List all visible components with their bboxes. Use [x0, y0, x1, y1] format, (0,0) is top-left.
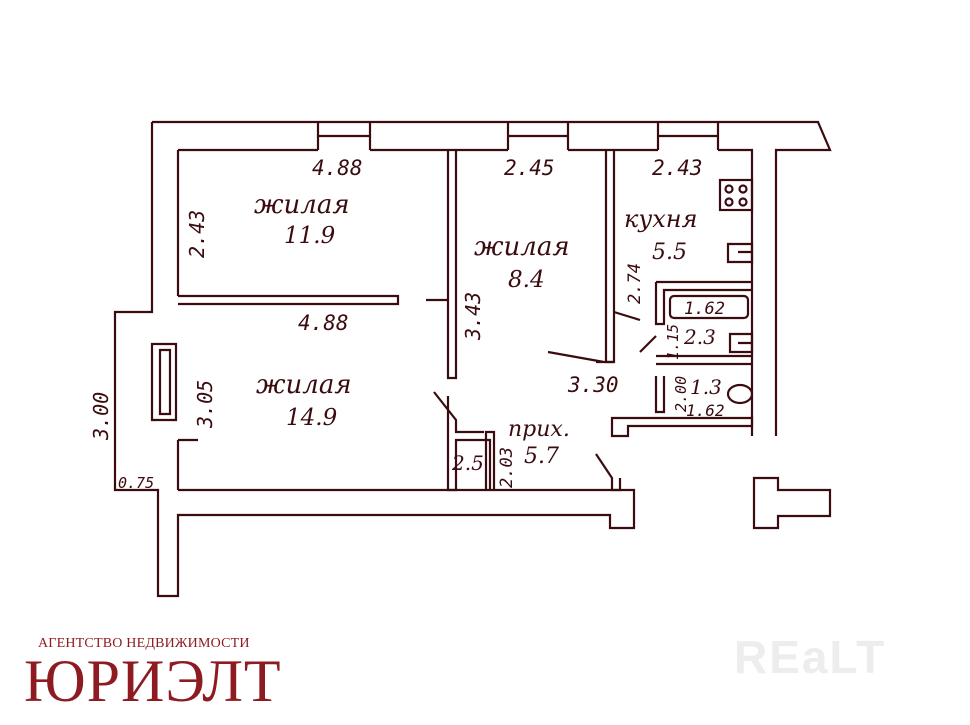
- room-hall-name: прих.: [508, 417, 570, 442]
- room-kitchen-area: 5.5: [652, 240, 687, 265]
- room-wc-area: 1.3: [690, 375, 722, 399]
- outer-wall-top: [152, 120, 832, 436]
- dim-top-mid: 2.45: [504, 156, 555, 180]
- room-living-mid-name: жилая: [474, 232, 570, 262]
- stair-right: [752, 476, 832, 530]
- dim-hall-width: 3.30: [567, 373, 619, 397]
- dim-wc-width: 1.62: [686, 401, 725, 420]
- dim-bath-width: 1.15: [664, 324, 682, 360]
- partition-top-bottom: [178, 294, 448, 306]
- dim-bottom-left: 3.05: [193, 380, 217, 429]
- room-kitchen-name: кухня: [624, 205, 698, 233]
- bath-walls: [654, 280, 752, 326]
- room-living-top-name: жилая: [254, 190, 350, 220]
- dim-outer-offset: 0.75: [118, 474, 154, 492]
- bath-tub: [668, 294, 750, 320]
- room-bath-area: 2.3: [683, 325, 716, 349]
- dim-wc-depth: 2.00: [672, 376, 690, 412]
- left-niche: [150, 342, 178, 422]
- left-lower-wall: [176, 438, 198, 490]
- room-living-bottom-name: жилая: [256, 370, 352, 400]
- dim-left-top: 2.43: [185, 210, 209, 258]
- window-3: [656, 122, 720, 150]
- hall-door: [595, 453, 622, 492]
- bath-door: [613, 310, 657, 353]
- realt-watermark: REaLT: [734, 631, 887, 683]
- outer-wall-inner-top: [178, 148, 754, 436]
- room-living-top-area: 11.9: [284, 223, 335, 249]
- dim-kitchen: 2.74: [625, 263, 645, 304]
- window-2: [506, 122, 570, 150]
- dim-mid-left: 4.88: [298, 311, 349, 335]
- window-1: [316, 122, 372, 150]
- bath-wc-partition: [654, 354, 752, 414]
- closet-walls: [433, 391, 492, 492]
- dim-outer-left: 3.00: [89, 392, 113, 441]
- dim-top-right: 2.43: [652, 156, 703, 180]
- dim-top-left: 4.88: [312, 156, 363, 180]
- bath-sink: [728, 332, 754, 354]
- dim-tub: 1.62: [684, 299, 725, 319]
- agency-tagline: АГЕНТСТВО НЕДВИЖИМОСТИ: [38, 636, 250, 651]
- dim-mid-room: 3.43: [461, 292, 485, 341]
- outer-wall-left: [113, 122, 636, 598]
- hall-walls: [484, 416, 754, 490]
- partition-left-mid: [446, 150, 458, 380]
- stove: [718, 178, 754, 212]
- room-hall-area: 5.7: [524, 444, 559, 469]
- dim-hall-height: 2.03: [497, 447, 517, 488]
- room-living-mid-area: 8.4: [508, 267, 545, 293]
- room-closet-area: 2.5: [451, 451, 484, 475]
- partition-mid-kitchen: [604, 150, 616, 364]
- kitchen-sink: [726, 242, 754, 264]
- toilet: [726, 383, 754, 405]
- mid-room-bottom: [547, 350, 614, 364]
- agency-logo-name: ЮРИЭЛТ: [24, 648, 282, 714]
- room-living-bottom-area: 14.9: [286, 405, 337, 431]
